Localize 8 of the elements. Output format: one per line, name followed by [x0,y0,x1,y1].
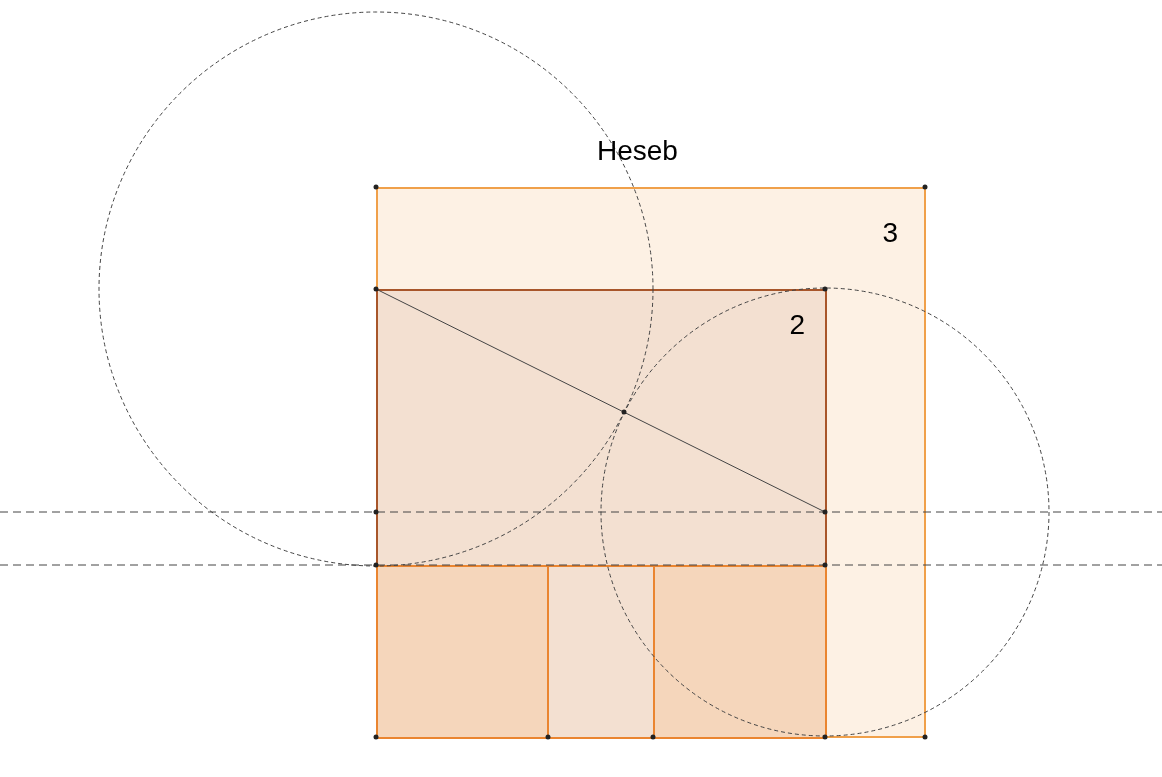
region-number: 2 [789,311,805,339]
title-label: Heseb [597,137,678,165]
square [376,187,926,738]
square [653,565,827,739]
region-number: 3 [882,219,898,247]
rectangle [376,289,827,567]
rectangle [547,565,655,739]
square [376,565,549,739]
